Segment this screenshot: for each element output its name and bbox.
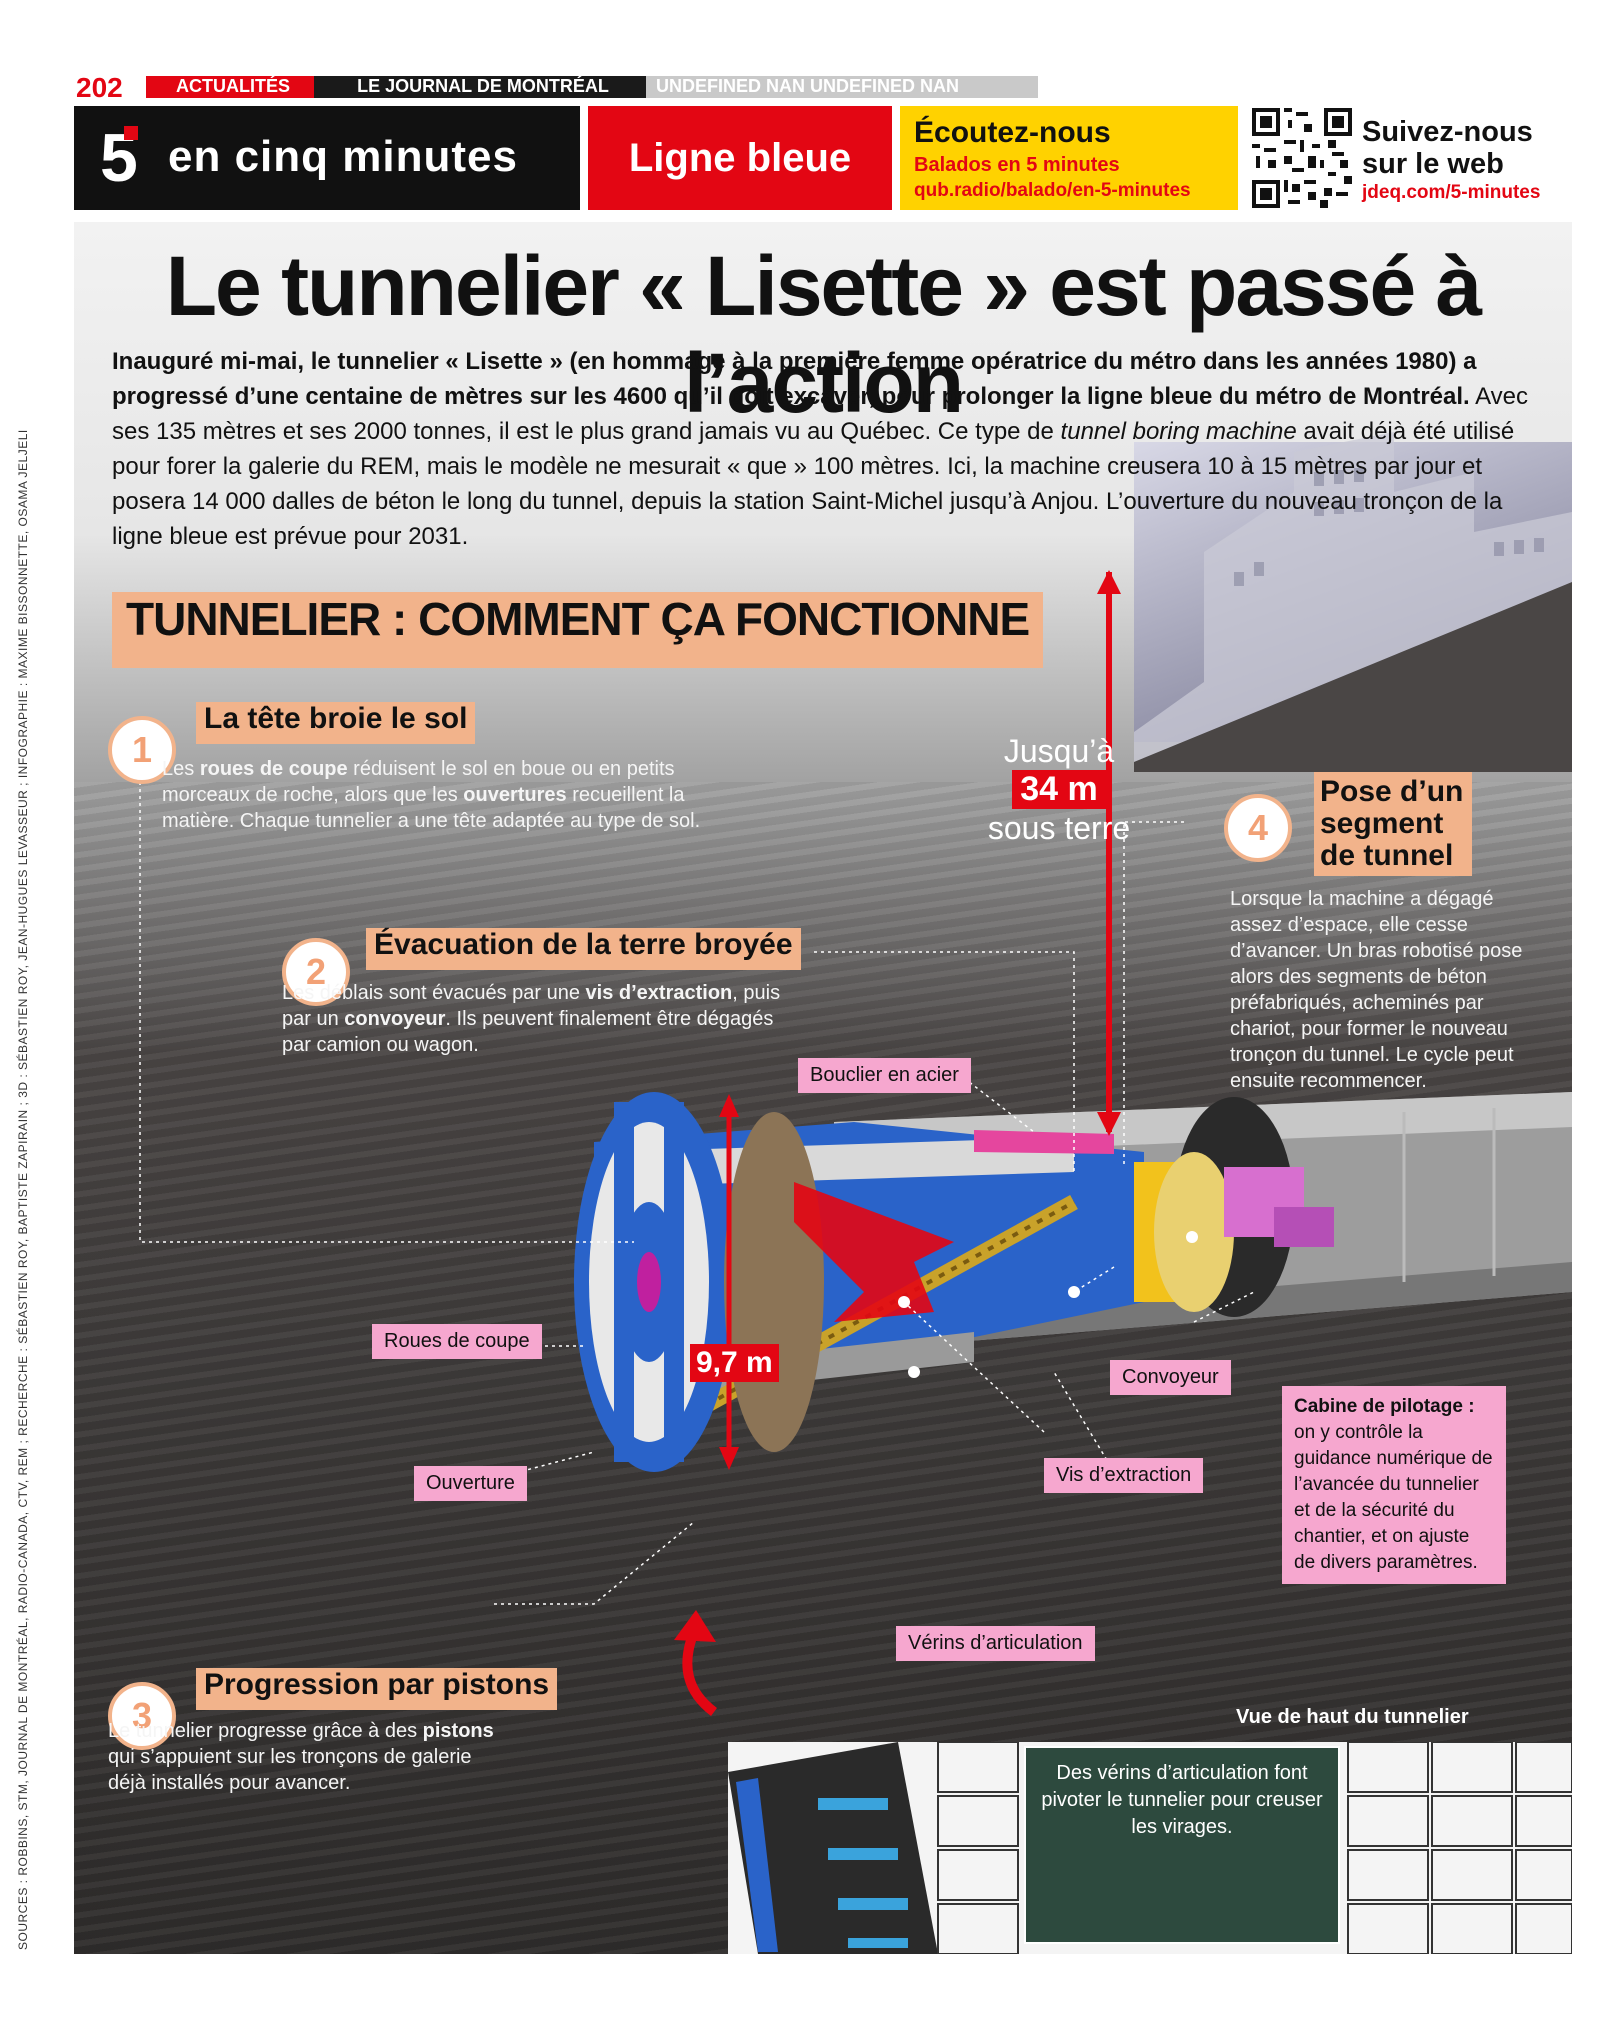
label-screw: Vis d’extraction: [1044, 1458, 1204, 1493]
date-tag: UNDEFINED NAN UNDEFINED NAN: [646, 76, 1038, 98]
step-2-title: Évacuation de la terre broyée: [366, 928, 801, 970]
depth-indicator: Jusqu’à 34 m sous terre: [987, 733, 1131, 846]
publication-tag: LE JOURNAL DE MONTRÉAL: [314, 76, 652, 98]
listen-link[interactable]: qub.radio/balado/en-5-minutes: [914, 180, 1191, 201]
label-opening: Ouverture: [414, 1466, 527, 1501]
step-1-title: La tête broie le sol: [196, 702, 476, 744]
listen-title: Écoutez-nous: [914, 116, 1111, 149]
label-cutting-wheels: Roues de coupe: [372, 1324, 542, 1359]
follow-link[interactable]: jdeq.com/5-minutes: [1362, 182, 1541, 203]
section-title: TUNNELIER : COMMENT ÇA FONCTIONNE: [112, 592, 1044, 668]
page-number: 202: [76, 72, 123, 103]
banner-brand: [74, 106, 580, 210]
city-buildings-illustration: [1134, 432, 1572, 772]
step-3-number: 3: [108, 1682, 176, 1750]
step-1-number: 1: [108, 716, 176, 784]
cabin-callout: Cabine de pilotage : on y contrôle la gu…: [1282, 1386, 1506, 1584]
step-2-number: 2: [282, 938, 350, 1006]
step-4-text: Lorsque la machine a dégagé assez d’espa…: [1230, 888, 1523, 1092]
section-tag: ACTUALITÉS: [146, 76, 320, 98]
top-view-segments: [728, 1741, 1572, 1954]
step-1-text: Les roues de coupe réduisent le sol en b…: [162, 758, 701, 832]
intro-text-1: Avec ses 135 mètres et ses 2000 tonnes, …: [112, 383, 1528, 445]
label-conveyor: Convoyeur: [1110, 1360, 1231, 1395]
label-shield: Bouclier en acier: [798, 1058, 971, 1093]
intro-text-2: avait déjà été utilisé pour forer la gal…: [112, 418, 1515, 550]
step-3-title: Progression par pistons: [196, 1668, 558, 1710]
top-view-title: Vue de haut du tunnelier: [1236, 1706, 1469, 1728]
top-view-diagram: Des vérins d’articulation font pivoter l…: [728, 1741, 1572, 1954]
diameter-value: 9,7 m: [690, 1344, 779, 1382]
banner-title: en cinq minutes: [168, 132, 518, 181]
infographic-panel: Le tunnelier « Lisette » est passé à l’a…: [74, 222, 1572, 1954]
depth-value: 34 m: [1012, 770, 1106, 809]
podcast-banner: Écoutez-nous Balados en 5 minutes qub.ra…: [900, 106, 1238, 210]
step-4-number: 4: [1224, 794, 1292, 862]
step-4-title: Pose d’un segment de tunnel: [1314, 772, 1472, 876]
follow-text: Suivez-nous sur le web: [1362, 116, 1533, 180]
top-view-caption: Des vérins d’articulation font pivoter l…: [1024, 1746, 1340, 1944]
step-2-text: Les déblais sont évacués par une vis d’e…: [282, 982, 781, 1056]
topic-banner: Ligne bleue: [588, 106, 892, 210]
article-intro: Inauguré mi-mai, le tunnelier « Lisette …: [112, 344, 1552, 554]
logo-dot: [124, 126, 138, 140]
intro-bold: Inauguré mi-mai, le tunnelier « Lisette …: [112, 348, 1477, 410]
article-title: Le tunnelier « Lisette » est passé à l’a…: [165, 239, 1483, 430]
listen-sub: Balados en 5 minutes: [914, 154, 1120, 176]
intro-italic: tunnel boring machine: [1060, 418, 1297, 445]
label-jacks: Vérins d’articulation: [896, 1626, 1095, 1661]
step-3-text: Le tunnelier progresse grâce à des pisto…: [108, 1720, 494, 1794]
tunnel-boring-machine-illustration: [139, 570, 1572, 1716]
sources-credits: SOURCES : ROBBINS, STM, JOURNAL DE MONTR…: [16, 429, 30, 1950]
qr-code-icon[interactable]: [1252, 108, 1352, 208]
